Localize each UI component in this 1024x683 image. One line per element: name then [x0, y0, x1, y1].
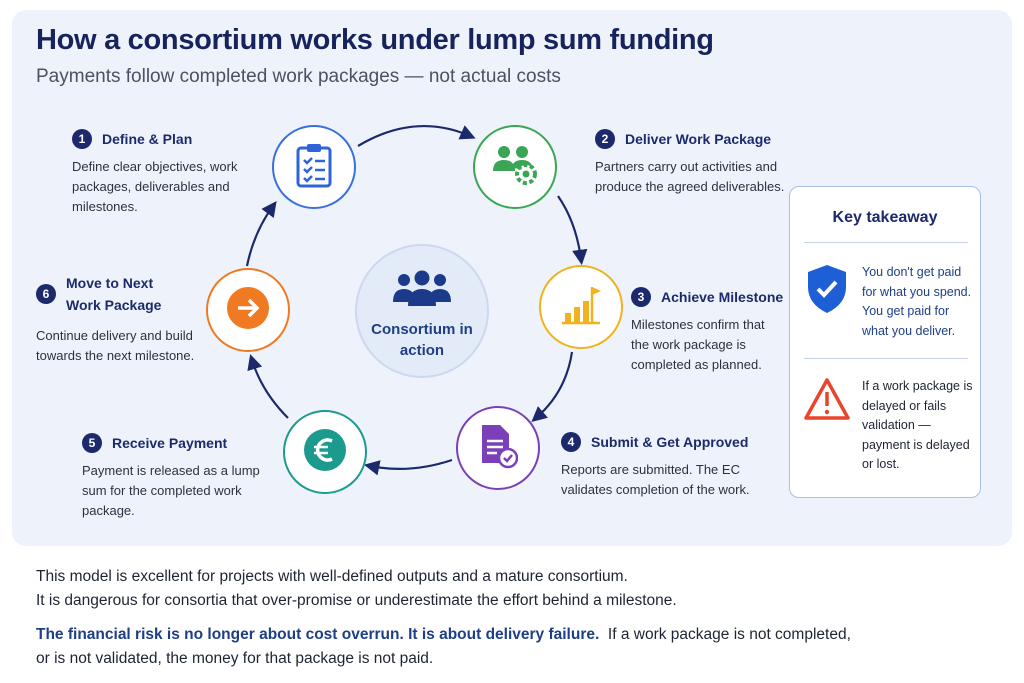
step-number: 1 — [72, 129, 92, 149]
step-number: 5 — [82, 433, 102, 453]
step-1: 1 Define & Plan Define clear objectives,… — [72, 128, 252, 217]
step-2: 2 Deliver Work Package Partners carry ou… — [595, 128, 785, 197]
step-4-circle — [456, 406, 540, 490]
takeaway-item: If a work package is delayed or fails va… — [802, 377, 974, 475]
step-title: Submit & Get Approved — [591, 434, 749, 450]
shield-check-icon — [802, 263, 852, 315]
clipboard-checklist-icon — [294, 142, 334, 193]
step-6-circle — [206, 268, 290, 352]
key-takeaway-box: Key takeaway You don't get paid for what… — [789, 186, 981, 498]
page-subtitle: Payments follow completed work packages … — [36, 66, 561, 87]
footer-line-2: It is dangerous for consortia that over-… — [36, 592, 677, 609]
step-5: 5 Receive Payment Payment is released as… — [82, 432, 262, 521]
bar-chart-flag-icon — [559, 283, 603, 332]
step-description: Milestones confirm that the work package… — [631, 317, 765, 372]
people-group-icon — [390, 270, 454, 313]
footer-line-3: The financial risk is no longer about co… — [36, 626, 851, 644]
step-title: Deliver Work Package — [625, 131, 772, 147]
document-check-icon — [478, 423, 519, 474]
step-description: Payment is released as a lump sum for th… — [82, 463, 260, 518]
step-2-circle — [473, 125, 557, 209]
step-6: 6 Move to Next Work Package Continue del… — [36, 272, 204, 366]
step-title-line2: Work Package — [66, 297, 162, 313]
step-number: 6 — [36, 284, 56, 304]
step-description: Continue delivery and build towards the … — [36, 328, 195, 363]
divider — [804, 358, 968, 359]
step-3-circle — [539, 265, 623, 349]
footer-line-3-rest: If a work package is not completed, — [607, 626, 851, 643]
step-description: Partners carry out activities and produc… — [595, 159, 785, 194]
step-3: 3 Achieve Milestone Milestones confirm t… — [631, 286, 784, 375]
step-title: Define & Plan — [102, 131, 193, 147]
divider — [804, 242, 968, 243]
step-title: Achieve Milestone — [661, 289, 784, 305]
euro-coin-icon — [302, 427, 348, 478]
footer-line-4: or is not validated, the money for that … — [36, 650, 434, 667]
step-4: 4 Submit & Get Approved Reports are subm… — [561, 431, 761, 500]
arrow-right-icon — [225, 285, 271, 336]
warning-triangle-icon — [802, 377, 852, 421]
team-gear-icon — [490, 143, 540, 192]
footer-line-1: This model is excellent for projects wit… — [36, 568, 628, 585]
step-title: Move to Next — [66, 275, 154, 291]
takeaway-item: You don't get paid for what you spend. Y… — [802, 263, 974, 341]
step-number: 2 — [595, 129, 615, 149]
consortium-hub: Consortium in action — [355, 244, 489, 378]
step-5-circle — [283, 410, 367, 494]
takeaway-text: If a work package is delayed or fails va… — [862, 379, 973, 471]
page-title: How a consortium works under lump sum fu… — [36, 24, 714, 56]
footer-emphasis: The financial risk is no longer about co… — [36, 626, 600, 643]
takeaway-text: You don't get paid for what you spend. Y… — [862, 265, 972, 338]
step-number: 4 — [561, 432, 581, 452]
hub-label: Consortium in action — [371, 321, 473, 359]
step-1-circle — [272, 125, 356, 209]
step-number: 3 — [631, 287, 651, 307]
step-title: Receive Payment — [112, 435, 228, 451]
key-takeaway-title: Key takeaway — [832, 209, 938, 226]
step-description: Define clear objectives, work packages, … — [72, 159, 238, 214]
step-description: Reports are submitted. The EC validates … — [561, 462, 750, 497]
